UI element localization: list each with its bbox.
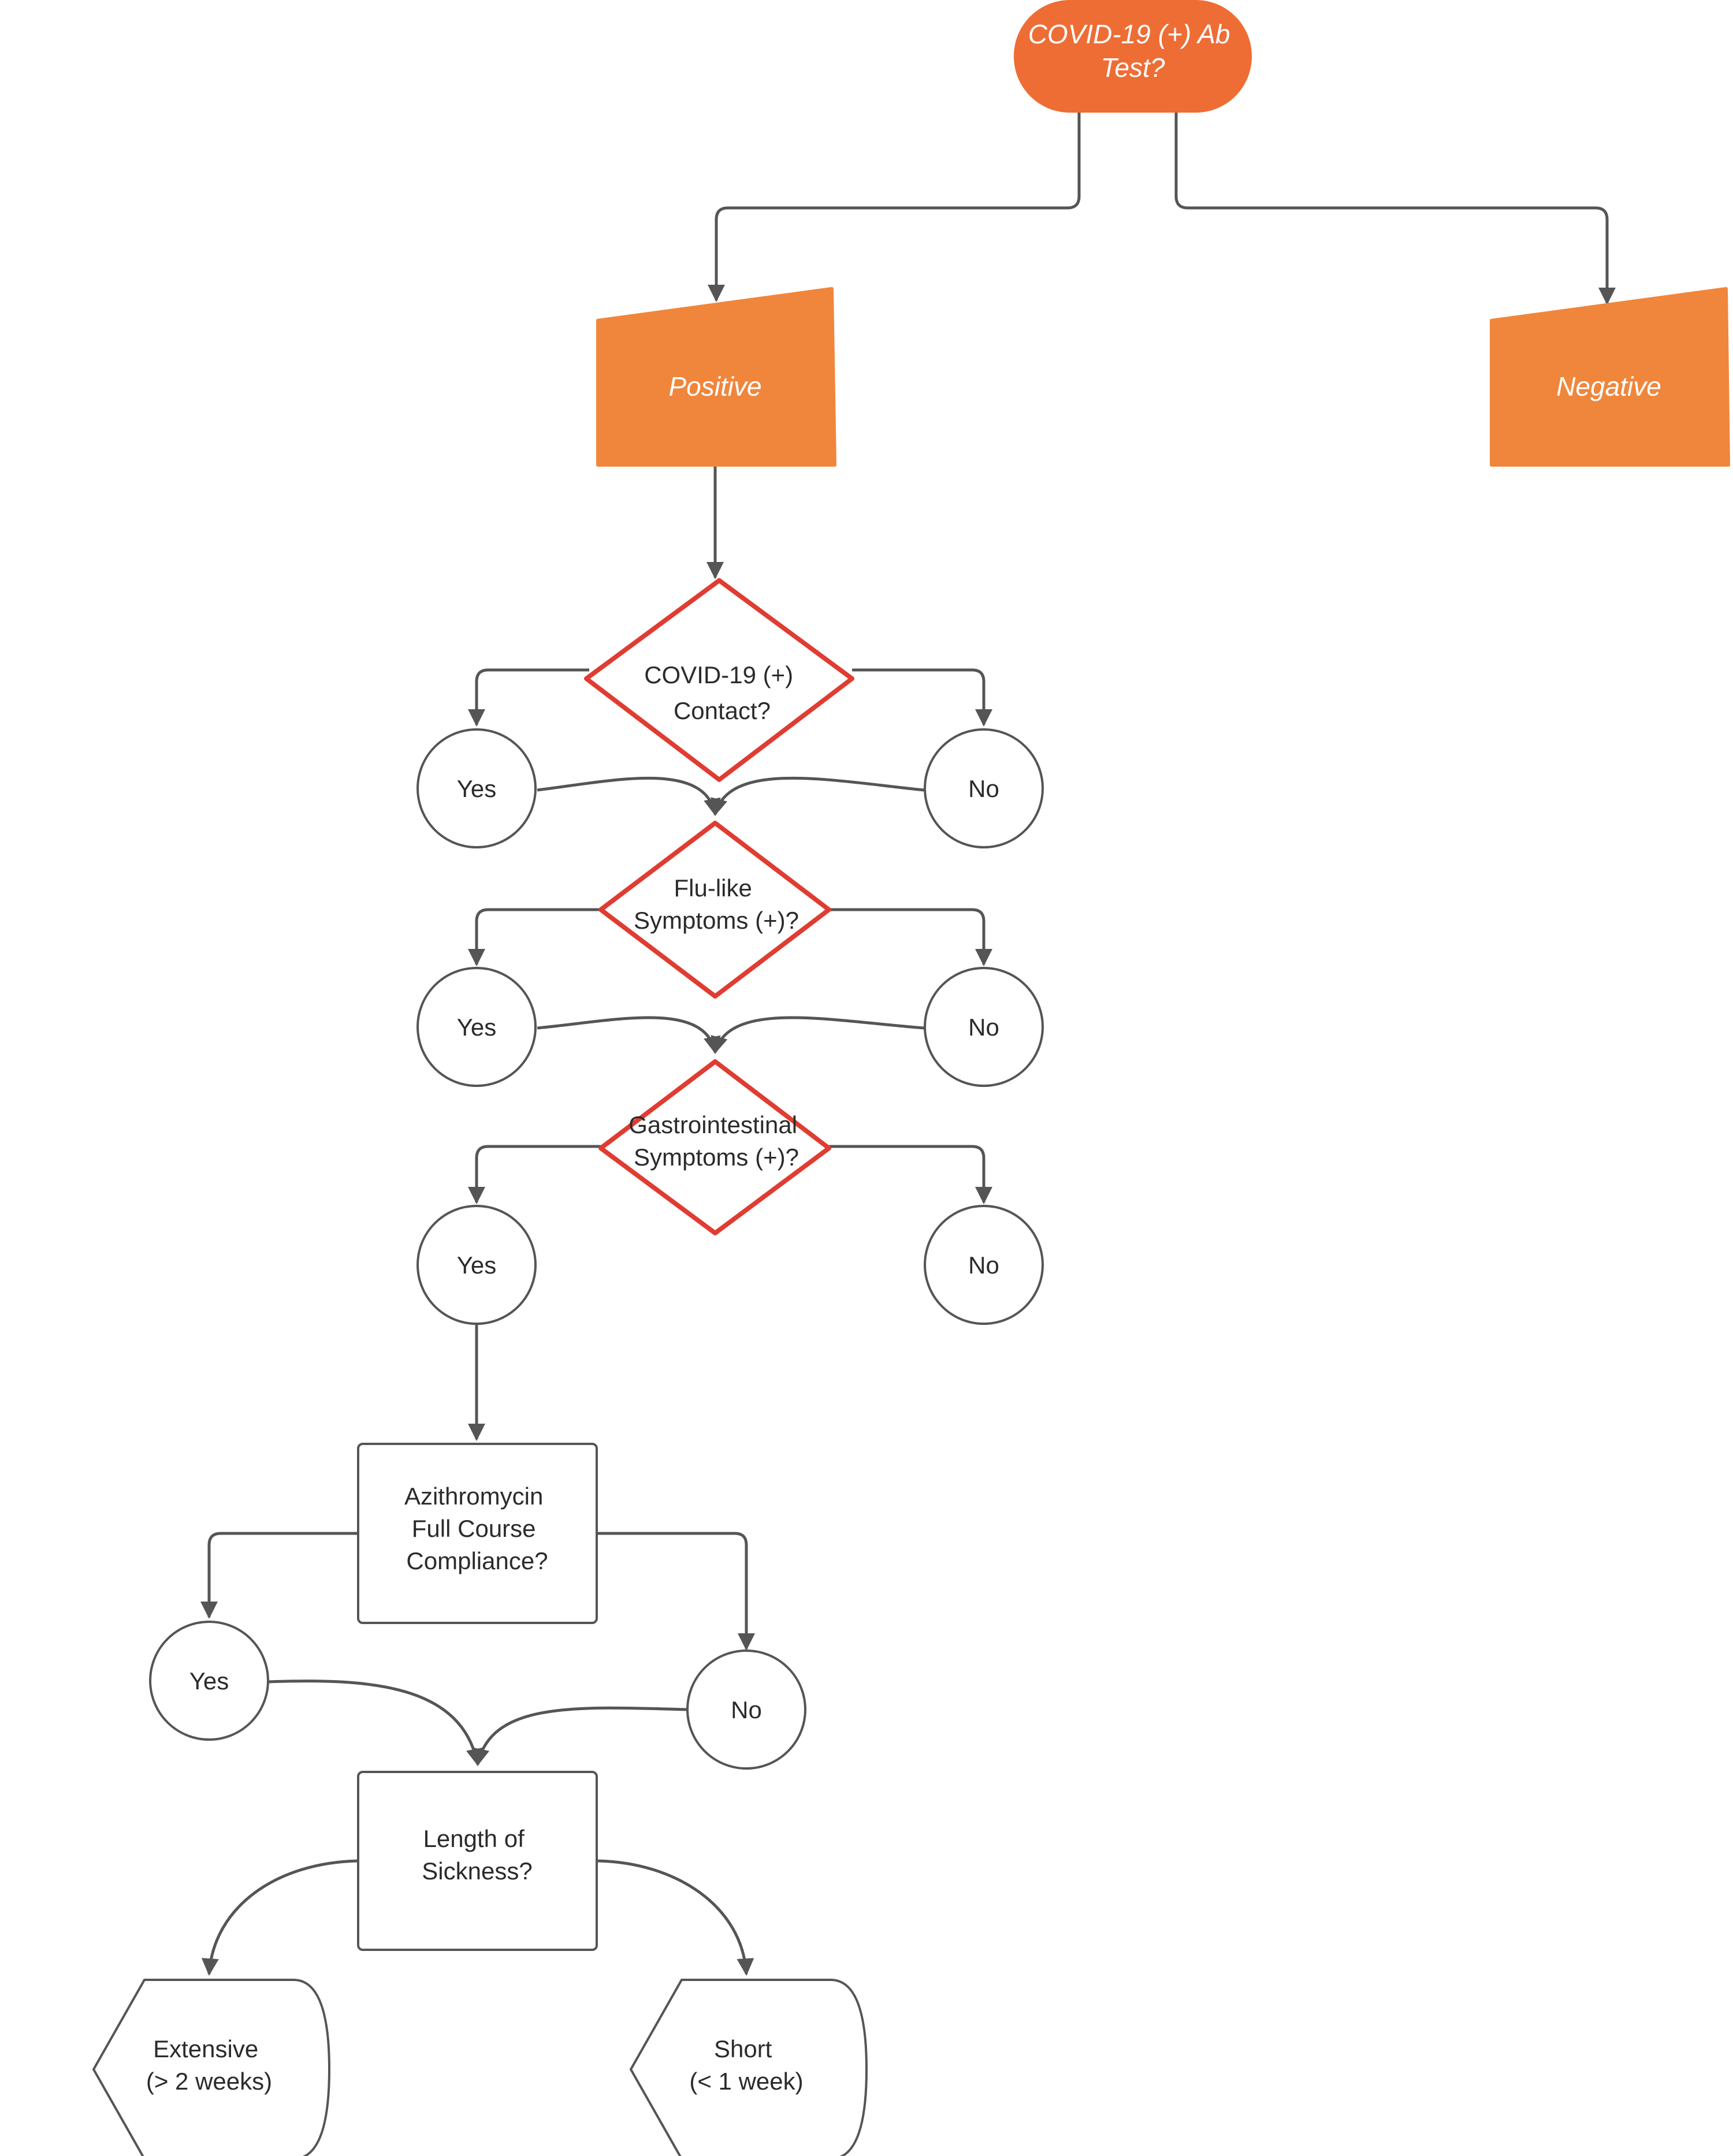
gi-yes-label: Yes: [457, 1252, 497, 1279]
svg-text:Short (< 1 week): Short (< 1 week): [689, 2035, 803, 2095]
negative-shape: [1490, 287, 1730, 467]
connectors: [200, 113, 1616, 1976]
node-azithro-process: Azithromycin Full Course Compliance?: [357, 1443, 598, 1624]
node-contact-yes: Yes: [416, 728, 537, 848]
node-flu-yes: Yes: [416, 967, 537, 1087]
short-line-1: Short: [714, 2035, 772, 2062]
node-gi-no: No: [924, 1205, 1044, 1325]
short-shape: [629, 1979, 868, 2156]
start-line-1: COVID-19 (+) Ab: [1028, 19, 1230, 49]
node-contact-decision: COVID-19 (+) Contact?: [584, 578, 854, 782]
azithro-no-circle: [686, 1649, 806, 1770]
edge-flu-no-gi: [711, 1016, 925, 1054]
flu-line-2: Symptoms (+)?: [634, 907, 799, 934]
azithro-line-2: Full Course: [412, 1515, 536, 1542]
svg-text:Length of Sickness?: Length of Sickness?: [422, 1825, 532, 1885]
length-line-2: Sickness?: [422, 1857, 532, 1885]
contact-yes-circle: [416, 728, 537, 848]
edge-flu-no: [829, 908, 992, 966]
svg-text:COVID-19 (+) Ab Test?: COVID-19 (+) Ab Test?: [1028, 19, 1238, 83]
gi-line-2: Symptoms (+)?: [634, 1144, 799, 1171]
svg-text:COVID-19 (+) Contact?: COVID-19 (+) Contact?: [644, 661, 800, 724]
gi-diamond: [598, 1059, 831, 1235]
azithro-rect: [357, 1443, 598, 1624]
node-gi-yes: Yes: [416, 1205, 537, 1325]
edge-length-extensive: [201, 1859, 359, 1976]
node-flu-no: No: [924, 967, 1044, 1087]
edge-azithro-yes: [200, 1532, 357, 1619]
node-gi-decision: Gastrointestinal Symptoms (+)?: [598, 1059, 831, 1235]
flu-yes-label: Yes: [457, 1014, 497, 1041]
flu-diamond: [598, 821, 831, 999]
node-extensive-display: Extensive (> 2 weeks): [92, 1979, 331, 2156]
positive-label: Positive: [668, 371, 761, 401]
node-positive: Positive: [596, 287, 836, 467]
edge-azithro-yes-length: [268, 1680, 484, 1766]
gi-line-1: Gastrointestinal: [629, 1111, 797, 1138]
edge-contact-yes-flu: [537, 776, 721, 816]
start-line-2: Test?: [1101, 53, 1165, 83]
svg-text:Flu-like Symptoms (+)?: Flu-like Symptoms (+)?: [634, 874, 799, 934]
extensive-shape: [92, 1979, 331, 2156]
contact-line-2: Contact?: [674, 697, 771, 724]
edge-contact-no-flu: [711, 776, 925, 816]
gi-no-circle: [924, 1205, 1044, 1325]
contact-line-1: COVID-19 (+): [644, 661, 793, 688]
azithro-yes-circle: [149, 1621, 269, 1741]
edge-azithro-no-length: [472, 1706, 688, 1766]
node-length-process: Length of Sickness?: [357, 1771, 598, 1951]
contact-diamond: [584, 578, 854, 782]
short-line-2: (< 1 week): [689, 2068, 803, 2095]
length-line-1: Length of: [423, 1825, 525, 1852]
node-flu-decision: Flu-like Symptoms (+)?: [598, 821, 831, 999]
svg-text:Gastrointestinal Symptom: Gastrointestinal Symptoms (+)?: [629, 1111, 804, 1171]
contact-no-label: No: [968, 775, 999, 802]
azithro-no-label: No: [731, 1696, 762, 1723]
contact-yes-label: Yes: [457, 775, 497, 802]
edge-start-positive: [708, 113, 1081, 302]
length-rect: [357, 1771, 598, 1951]
edge-azithro-no: [598, 1532, 755, 1651]
svg-text:Extensive (> 2 weeks): Extensive (> 2 weeks): [146, 2035, 272, 2095]
edge-gi-yes: [468, 1145, 601, 1204]
node-contact-no: No: [924, 728, 1044, 848]
azithro-line-3: Compliance?: [406, 1547, 548, 1574]
azithro-yes-label: Yes: [189, 1667, 229, 1695]
edge-flu-yes: [468, 908, 601, 966]
extensive-line-1: Extensive: [153, 2035, 258, 2062]
edge-contact-yes: [468, 668, 589, 727]
flu-no-circle: [924, 967, 1044, 1087]
positive-shape: [596, 287, 836, 467]
edge-gi-no: [829, 1145, 992, 1204]
flu-no-label: No: [968, 1014, 999, 1041]
azithro-line-1: Azithromycin: [404, 1483, 543, 1510]
node-azithro-no: No: [686, 1649, 806, 1770]
gi-no-label: No: [968, 1252, 999, 1279]
flu-yes-circle: [416, 967, 537, 1087]
edge-contact-no: [852, 668, 992, 727]
edge-start-negative: [1174, 113, 1616, 305]
contact-no-circle: [924, 728, 1044, 848]
node-azithro-yes: Yes: [149, 1621, 269, 1741]
node-negative: Negative: [1490, 287, 1730, 467]
start-terminator-shape: [1014, 0, 1252, 113]
edge-flu-yes-gi: [537, 1016, 721, 1054]
gi-yes-circle: [416, 1205, 537, 1325]
flu-line-1: Flu-like: [674, 874, 752, 902]
extensive-line-2: (> 2 weeks): [146, 2068, 272, 2095]
svg-text:Azithromycin Full Course: Azithromycin Full Course Compliance?: [404, 1483, 550, 1574]
node-short-display: Short (< 1 week): [629, 1979, 868, 2156]
node-start-test: COVID-19 (+) Ab Test?: [1014, 0, 1252, 113]
negative-label: Negative: [1556, 371, 1661, 401]
edge-length-short: [597, 1859, 754, 1976]
